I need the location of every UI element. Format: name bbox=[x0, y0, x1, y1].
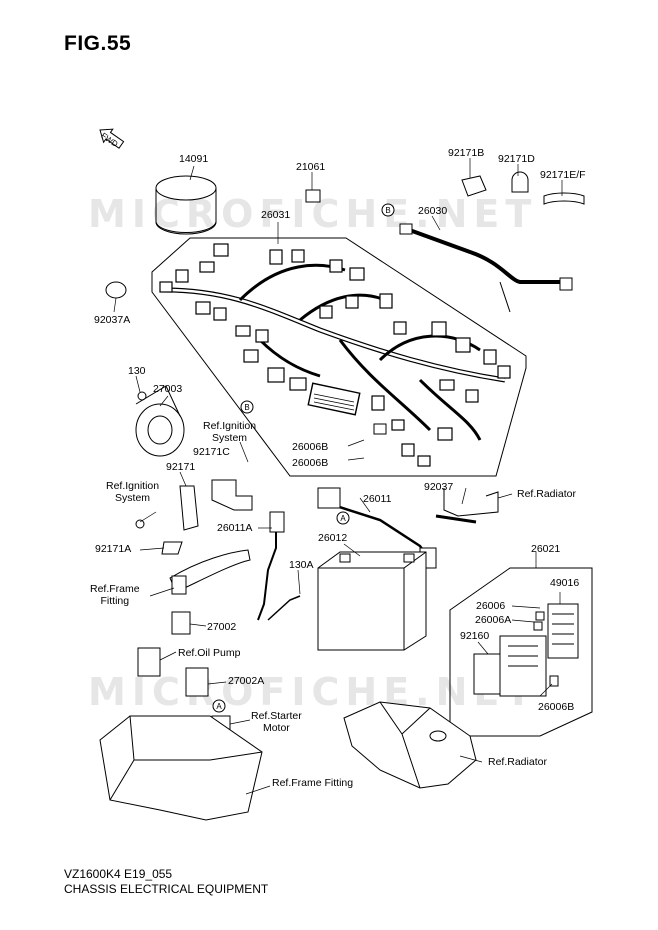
label-ref-radiator-bottom: Ref.Radiator bbox=[488, 756, 547, 768]
oil-pump-relay bbox=[137, 647, 161, 677]
label-26012: 26012 bbox=[318, 532, 348, 544]
callout-b-mid-circle bbox=[240, 400, 254, 414]
callout-b-top: B bbox=[385, 206, 390, 215]
callout-a-bottom-circle bbox=[212, 699, 226, 713]
part-49016-module bbox=[547, 603, 579, 659]
callout-a-mid-circle bbox=[336, 511, 350, 525]
part-92171a-shape bbox=[161, 541, 183, 555]
multi-pin-connector bbox=[307, 382, 361, 416]
part-92160-shape bbox=[473, 653, 503, 695]
ref-frame-line2: Fitting bbox=[100, 594, 130, 607]
radiator-cover bbox=[343, 701, 477, 789]
label-92171c: 92171C bbox=[193, 446, 230, 458]
part-92037a-ring bbox=[105, 281, 127, 299]
ref-starter-line2: Motor bbox=[262, 721, 290, 734]
callout-a-bottom: A bbox=[216, 702, 222, 711]
label-130: 130 bbox=[128, 365, 146, 377]
footer-model-code: VZ1600K4 E19_055 bbox=[64, 867, 173, 881]
label-92171a: 92171A bbox=[95, 543, 132, 555]
part-92037-bracket bbox=[443, 488, 499, 517]
ref-ignition-top-line2: System bbox=[212, 431, 248, 444]
ref-ignition-left-line1: Ref.Ignition bbox=[106, 480, 160, 492]
footer-description: CHASSIS ELECTRICAL EQUIPMENT bbox=[64, 882, 269, 896]
callout-b-mid: B bbox=[244, 403, 249, 412]
label-49016: 49016 bbox=[550, 577, 580, 589]
label-92171b: 92171B bbox=[448, 147, 485, 159]
label-26011: 26011 bbox=[363, 493, 392, 505]
label-26031: 26031 bbox=[261, 209, 291, 221]
frame-fitting-plate bbox=[169, 549, 251, 593]
part-27002a-relay bbox=[185, 667, 209, 697]
label-92037a: 92037A bbox=[94, 314, 131, 326]
part-92171c-shape bbox=[211, 479, 253, 511]
ref-starter-line1: Ref.Starter bbox=[251, 710, 302, 722]
label-14091: 14091 bbox=[179, 153, 209, 165]
label-26021: 26021 bbox=[531, 543, 561, 555]
label-ref-radiator-top: Ref.Radiator bbox=[517, 488, 576, 500]
part-26030-cable bbox=[403, 226, 566, 284]
label-26006b-3: 26006B bbox=[538, 701, 575, 713]
label-26011a: 26011A bbox=[217, 522, 253, 534]
callout-a-mid: A bbox=[340, 514, 346, 523]
label-92171d: 92171D bbox=[498, 153, 535, 165]
label-130a: 130A bbox=[289, 559, 314, 571]
battery-tray bbox=[99, 715, 263, 821]
part-92171b-shape bbox=[461, 175, 487, 197]
label-27003: 27003 bbox=[153, 383, 183, 395]
label-26006a: 26006A bbox=[475, 614, 512, 626]
part-14091-cylinder bbox=[155, 175, 217, 235]
part-92171-shape bbox=[179, 485, 199, 531]
label-26006: 26006 bbox=[476, 600, 506, 612]
label-92037: 92037 bbox=[424, 481, 454, 493]
label-92171ef: 92171E/F bbox=[540, 169, 586, 181]
label-ref-frame-fitting-bottom: Ref.Frame Fitting bbox=[272, 777, 354, 789]
label-ref-starter-motor: Ref.Starter Motor bbox=[251, 710, 302, 734]
watermark-lower: MICROFICHE.NET bbox=[88, 670, 538, 714]
label-ref-ignition-system-left: Ref.Ignition System bbox=[106, 480, 160, 504]
label-92171: 92171 bbox=[166, 461, 196, 473]
label-92160: 92160 bbox=[460, 630, 490, 642]
label-ref-frame-fitting: Ref.Frame Fitting bbox=[90, 583, 140, 607]
label-26006b-1: 26006B bbox=[292, 441, 329, 453]
ref-ignition-left-line2: System bbox=[115, 491, 151, 504]
part-26012-battery bbox=[317, 551, 427, 651]
label-27002: 27002 bbox=[207, 621, 237, 633]
label-21061: 21061 bbox=[296, 161, 326, 173]
callout-b-top-circle bbox=[381, 203, 395, 217]
part-26011a-lead bbox=[257, 520, 277, 621]
label-27002a: 27002A bbox=[228, 675, 265, 687]
label-ref-ignition-system-top: Ref.Ignition System bbox=[203, 420, 257, 444]
part-27002-relay bbox=[171, 611, 191, 635]
label-26030: 26030 bbox=[418, 205, 448, 217]
part-92171ef-shape bbox=[543, 192, 585, 205]
fwd-arrow-icon bbox=[99, 128, 125, 149]
harness-outline bbox=[151, 237, 527, 477]
ref-frame-line1: Ref.Frame bbox=[90, 583, 140, 595]
label-26006b-2: 26006B bbox=[292, 457, 329, 469]
ref-ignition-top-line1: Ref.Ignition bbox=[203, 420, 257, 432]
part-21061-shape bbox=[305, 189, 321, 203]
label-ref-oil-pump: Ref.Oil Pump bbox=[178, 647, 241, 659]
part-27003-horn bbox=[135, 385, 185, 457]
part-92171d-shape bbox=[511, 171, 529, 193]
figure-title: FIG.55 bbox=[64, 32, 132, 55]
